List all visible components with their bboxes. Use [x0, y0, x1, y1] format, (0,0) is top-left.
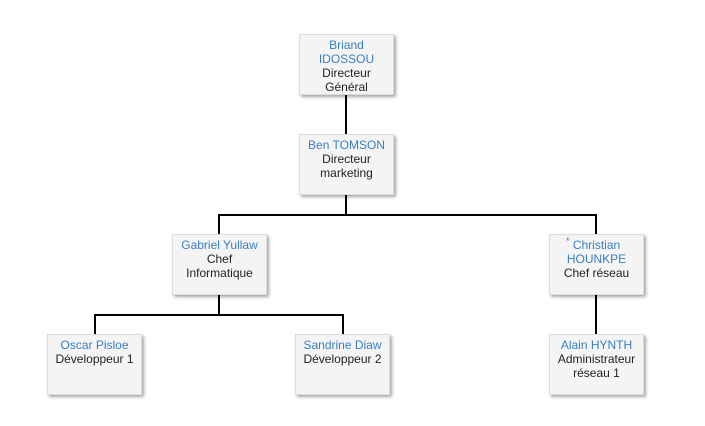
node-name: Sandrine Diaw: [303, 338, 382, 352]
node-role: Chef Informatique: [186, 252, 253, 280]
node-role: Directeur marketing: [320, 152, 373, 180]
node-oscar-pisloe[interactable]: Oscar Pisloe Développeur 1: [47, 334, 142, 395]
node-role: Directeur Général: [322, 66, 371, 94]
node-name: Christian HOUNKPE: [566, 238, 627, 266]
node-sandrine-diaw[interactable]: Sandrine Diaw Développeur 2: [295, 334, 390, 395]
node-name: Gabriel Yullaw: [181, 238, 258, 252]
node-briand-idossou[interactable]: Briand IDOSSOU Directeur Général: [299, 34, 394, 95]
node-role: Développeur 1: [55, 352, 134, 366]
node-role: Administrateur réseau 1: [557, 352, 636, 380]
node-alain-hynth[interactable]: Alain HYNTH Administrateur réseau 1: [549, 334, 644, 395]
node-gabriel-yullaw[interactable]: Gabriel Yullaw Chef Informatique: [172, 234, 267, 295]
node-name: Briand IDOSSOU: [318, 38, 375, 66]
node-christian-hounkpe[interactable]: * Christian HOUNKPE Chef réseau: [549, 234, 644, 295]
node-role: Développeur 2: [303, 352, 382, 366]
node-marker: *: [566, 236, 570, 246]
node-ben-tomson[interactable]: Ben TOMSON Directeur marketing: [299, 134, 394, 195]
node-name: Alain HYNTH: [560, 338, 633, 352]
node-name: Oscar Pisloe: [60, 338, 129, 352]
node-name: Ben TOMSON: [308, 138, 385, 152]
node-role: Chef réseau: [563, 266, 630, 280]
